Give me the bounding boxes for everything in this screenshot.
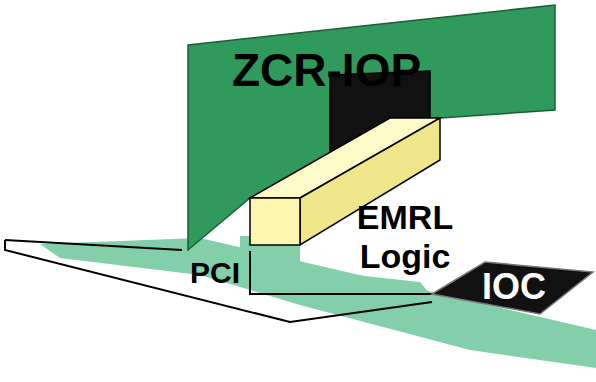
card-label: ZCR-IOP [232, 47, 421, 93]
bus-wire [5, 240, 182, 250]
board-label: EMRL Logic [330, 198, 480, 276]
chip-label: IOC [482, 269, 546, 305]
chip-node: IOC [430, 258, 595, 318]
board-label: PCI [190, 258, 240, 288]
chip-part [432, 262, 593, 314]
card-part [250, 198, 300, 245]
pci-trace [40, 238, 596, 368]
